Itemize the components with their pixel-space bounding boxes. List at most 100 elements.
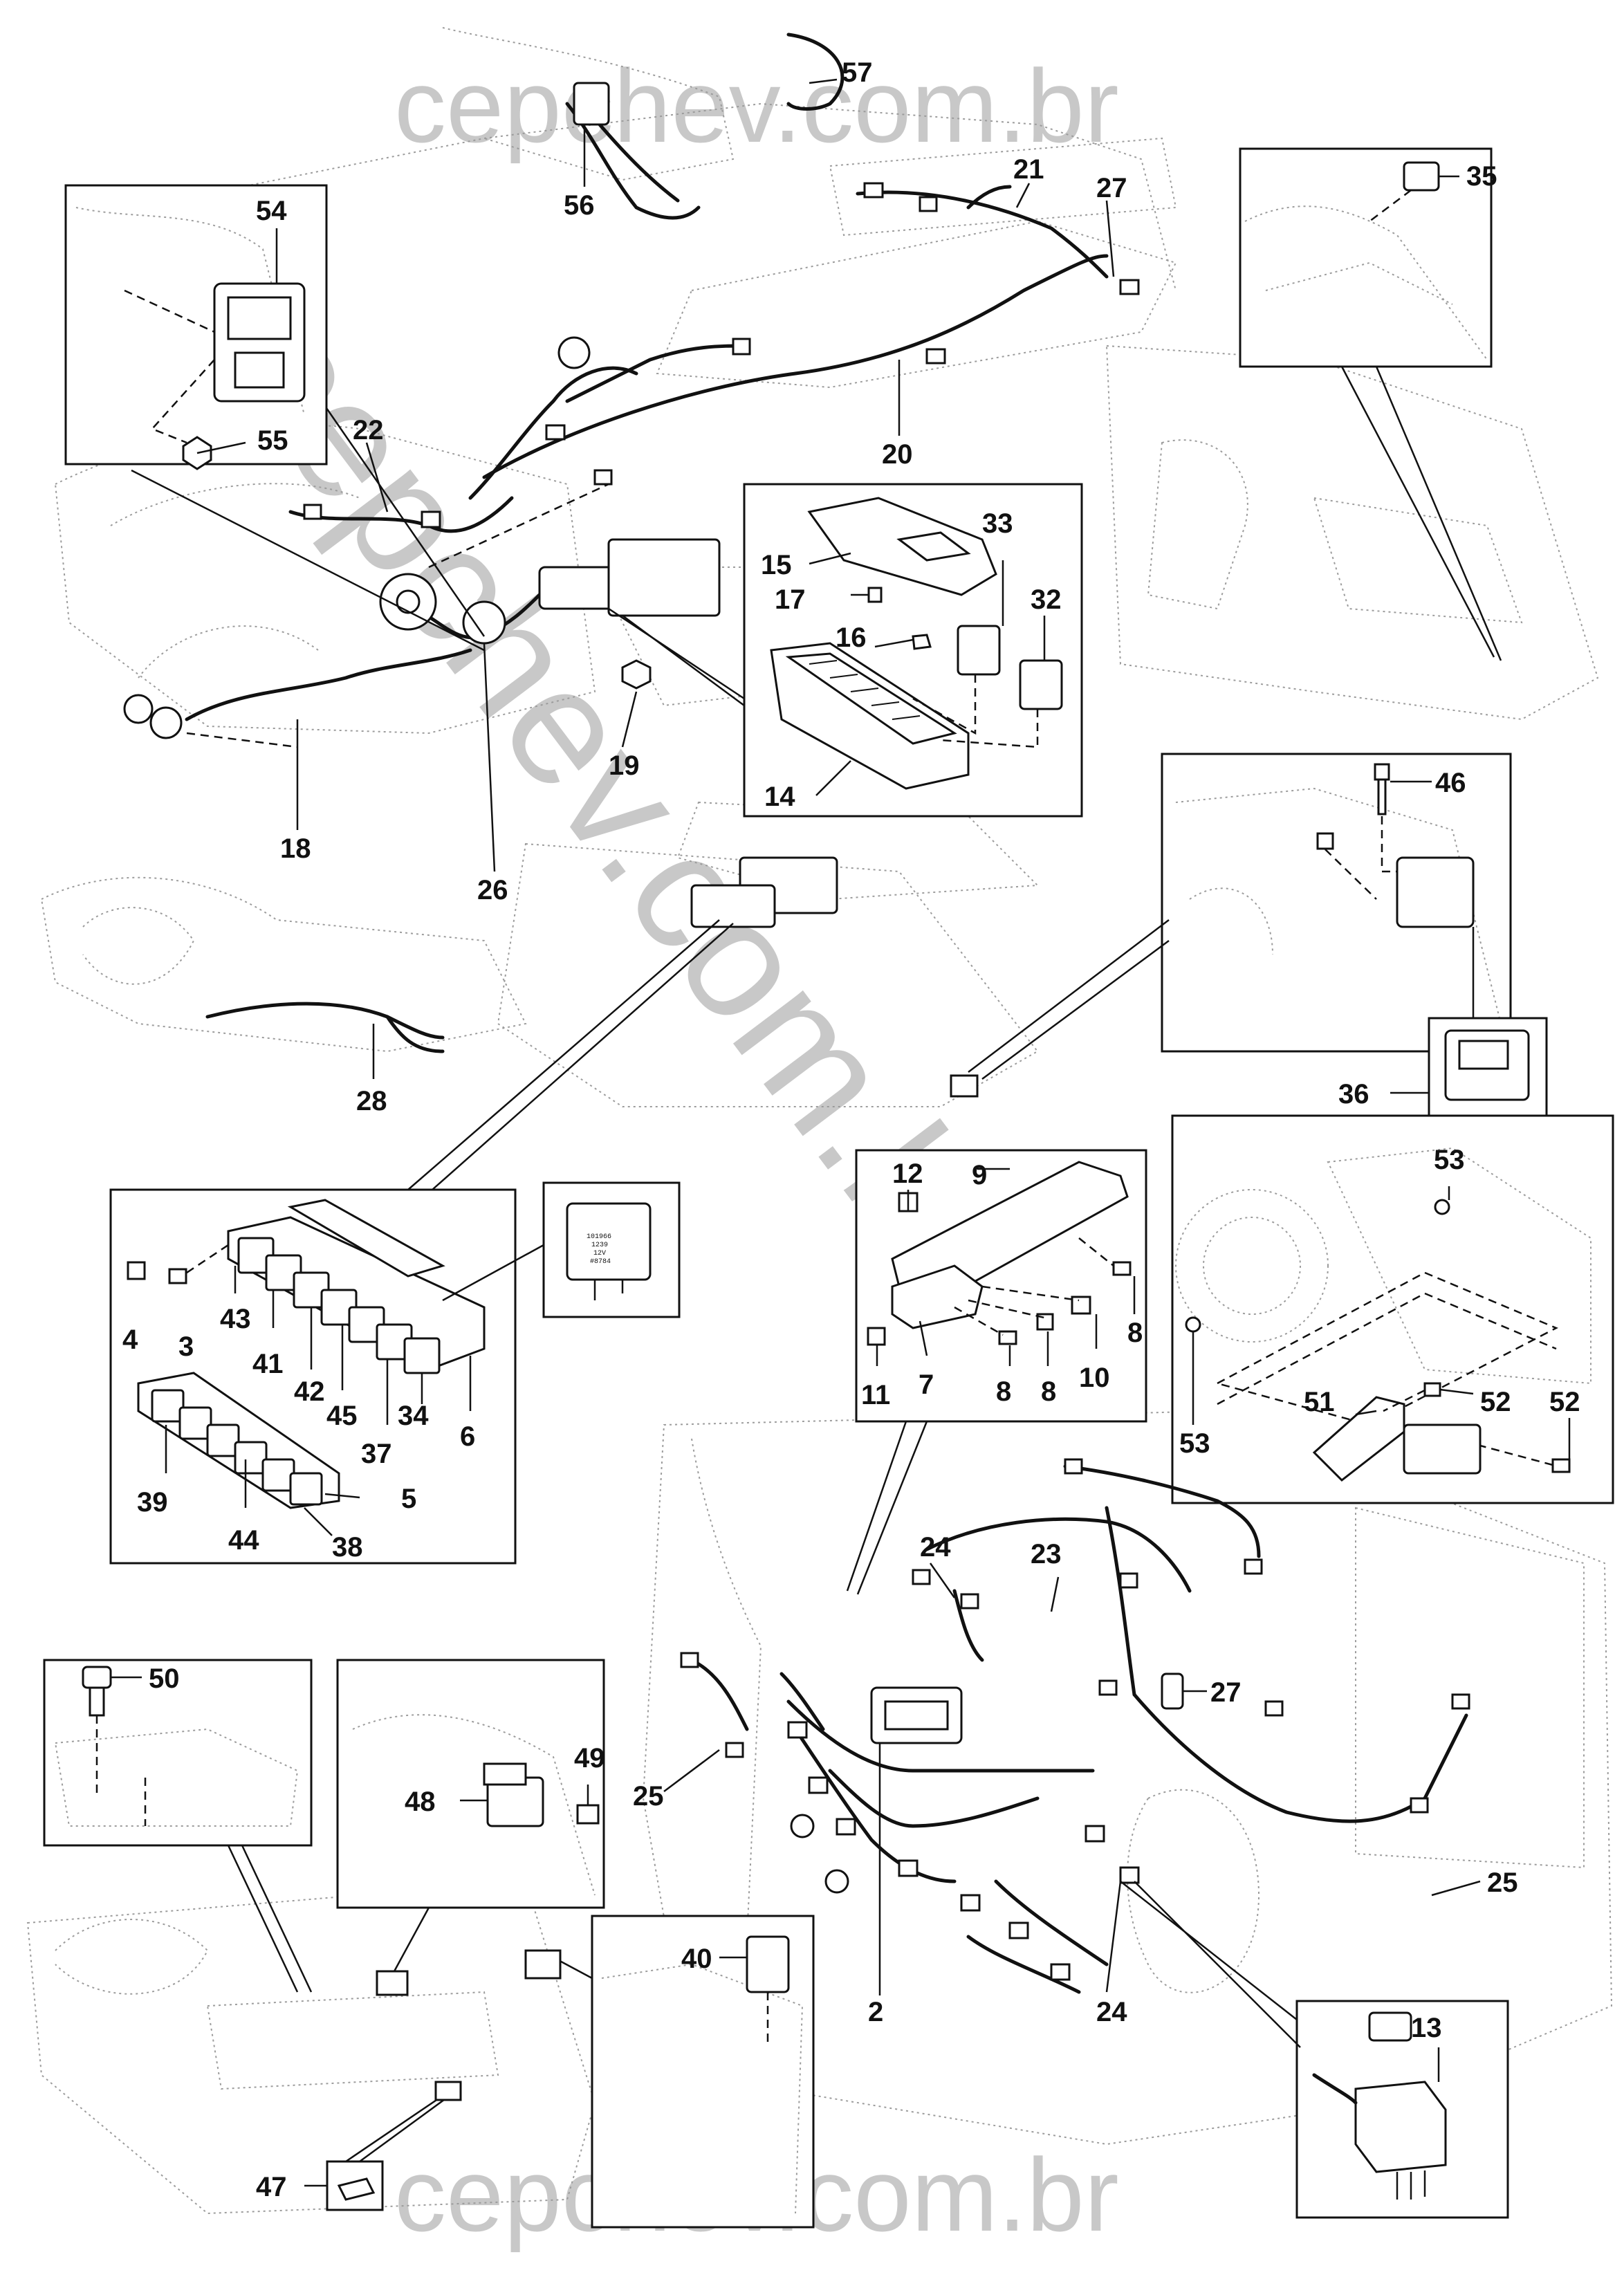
lamp-27 — [1161, 1672, 1184, 1710]
callout-49: 50 — [149, 1663, 180, 1694]
callout-5: 6 — [460, 1421, 475, 1452]
relay-module — [1396, 856, 1475, 928]
cab-connectors — [680, 1458, 1470, 1981]
clip-16 — [912, 634, 932, 650]
callout-29: 27 — [1096, 173, 1127, 203]
horn — [149, 706, 183, 739]
callout-8-right: 8 — [1127, 1318, 1143, 1348]
callout-4: 5 — [401, 1484, 416, 1514]
box-fuse-panel — [846, 1149, 1147, 1595]
callout-56: 56 — [564, 190, 595, 221]
relay-text-line-4: #8784 — [590, 1258, 611, 1266]
wire-harness-18 — [185, 648, 472, 721]
callout-12: 12 — [892, 1159, 923, 1189]
callout-leaders — [296, 78, 1115, 872]
watermark-top: cepchev.com.br — [394, 48, 1119, 164]
callout-13: 13 — [1411, 2013, 1442, 2043]
connector-46 — [337, 2177, 376, 2201]
callout-18: 18 — [280, 833, 311, 864]
bolt-48 — [576, 1804, 600, 1825]
clip-2 — [168, 1268, 187, 1284]
fuse-17 — [867, 587, 883, 603]
callout-37: 38 — [332, 1532, 363, 1562]
callout-52: 52 — [1549, 1387, 1580, 1417]
callout-22: 22 — [353, 415, 384, 445]
fuse-panel-6 — [891, 1264, 984, 1329]
box-34 — [1239, 147, 1502, 661]
callout-48: 49 — [574, 1743, 605, 1773]
fuse-box-lid-15 — [807, 497, 997, 596]
callout-50: 51 — [1304, 1387, 1335, 1417]
callout-25-left: 25 — [633, 1781, 664, 1812]
clip-10 — [1071, 1296, 1091, 1315]
box-relay-bank — [109, 919, 734, 1565]
connector-13 — [1354, 2081, 1447, 2173]
callout-36: 37 — [361, 1439, 392, 1469]
callout-38: 39 — [137, 1487, 168, 1518]
callout-44: 45 — [326, 1401, 358, 1431]
callout-2: 3 — [178, 1331, 194, 1362]
bolt-45 — [1374, 763, 1390, 781]
bracket-50 — [1312, 1396, 1405, 1482]
box-13 — [1120, 1881, 1509, 2219]
callout-34: 35 — [1466, 161, 1497, 192]
battery — [607, 538, 721, 617]
callout-43: 44 — [228, 1525, 259, 1556]
bolt-52 — [1551, 1458, 1571, 1473]
clip-57 — [786, 33, 845, 111]
box-47-48 — [336, 1659, 605, 1996]
module-39 — [746, 1935, 790, 1993]
nut-53 — [1434, 1199, 1450, 1215]
nut-19 — [621, 659, 652, 690]
relay-31 — [1019, 659, 1063, 710]
relays-upper — [237, 1237, 441, 1374]
nut-53 — [1185, 1316, 1201, 1333]
cable-28-group — [205, 856, 838, 1079]
cable-28 — [205, 1002, 445, 1040]
bolt-49 — [82, 1666, 112, 1689]
wire-harness-23 — [925, 1517, 1192, 1593]
callout-15: 15 — [761, 550, 792, 580]
callout-53-top: 53 — [1434, 1145, 1465, 1175]
relay-34 — [1403, 161, 1440, 192]
box-54-55 — [64, 184, 486, 652]
alternator — [379, 573, 506, 645]
callout-55: 55 — [257, 425, 288, 456]
callout-41: 42 — [294, 1376, 325, 1407]
callout-3: 4 — [122, 1325, 138, 1355]
wire-harness-21 — [856, 190, 1109, 279]
callout-26: 26 — [477, 875, 508, 905]
callout-17: 17 — [775, 584, 806, 615]
callout-35: 36 — [1338, 1079, 1369, 1109]
box-46 — [304, 2081, 462, 2211]
bolt-51 — [1423, 1382, 1441, 1397]
screw-8 — [1112, 1261, 1132, 1276]
callout-33: 34 — [398, 1401, 429, 1431]
cab-harness-group — [663, 1458, 1481, 1995]
relay-text-line-2: 1239 — [591, 1242, 608, 1249]
callout-23: 23 — [1031, 1539, 1062, 1569]
relay-detail-inset: 101966 1239 12V #8784 — [442, 1181, 681, 1318]
fuse-11 — [867, 1327, 886, 1346]
callout-14: 14 — [764, 782, 795, 812]
callout-19: 19 — [609, 750, 640, 781]
chassis-harness-group — [123, 33, 1140, 748]
callout-21: 21 — [1013, 154, 1044, 185]
callout-labels: 57 56 21 27 54 55 22 20 35 33 15 32 17 1… — [122, 57, 1580, 2202]
callout-53-bottom: 53 — [1179, 1428, 1210, 1459]
callout-16: 16 — [836, 623, 867, 653]
wire-harness-20 — [482, 254, 1109, 479]
connector-56 — [573, 82, 610, 126]
box-39 — [524, 1915, 815, 2229]
module-51 — [1403, 1423, 1482, 1475]
callout-1: 2 — [868, 1997, 883, 2027]
horn — [123, 694, 154, 724]
callout-25-right: 25 — [1487, 1868, 1518, 1898]
callout-8: 8 — [996, 1376, 1011, 1407]
relay-detail — [566, 1202, 652, 1281]
callout-54: 54 — [256, 196, 287, 226]
callout-28: 28 — [356, 1086, 387, 1116]
callout-40: 41 — [252, 1349, 284, 1379]
relay-32 — [957, 625, 1001, 676]
